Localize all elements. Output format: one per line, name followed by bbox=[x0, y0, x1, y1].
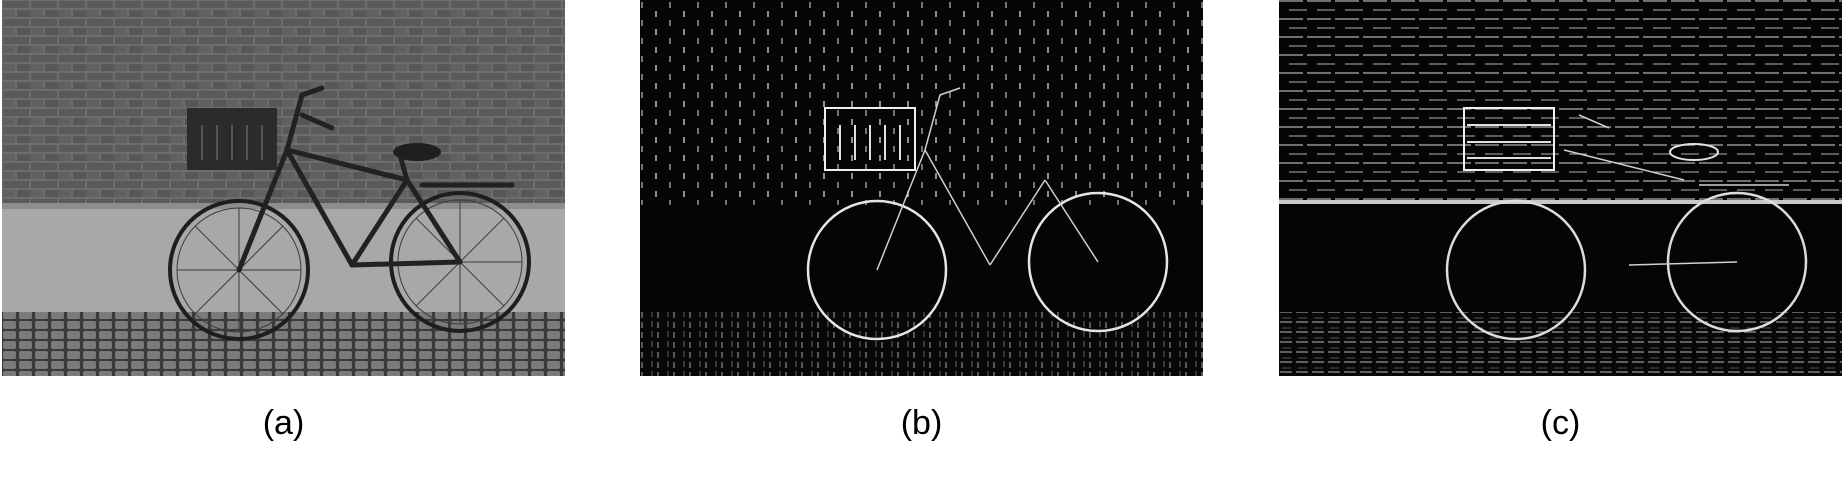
panel-b-vertical-edges bbox=[640, 0, 1203, 376]
panel-c-horizontal-edges bbox=[1279, 0, 1842, 376]
caption-c: (c) bbox=[1540, 404, 1581, 442]
caption-a: (a) bbox=[262, 404, 305, 442]
panel-a-original-photo bbox=[2, 0, 565, 376]
caption-b: (b) bbox=[900, 404, 943, 442]
vertical-edge-image bbox=[640, 0, 1203, 376]
bicycle-photo-image bbox=[2, 0, 565, 376]
horizontal-edge-image bbox=[1279, 0, 1842, 376]
